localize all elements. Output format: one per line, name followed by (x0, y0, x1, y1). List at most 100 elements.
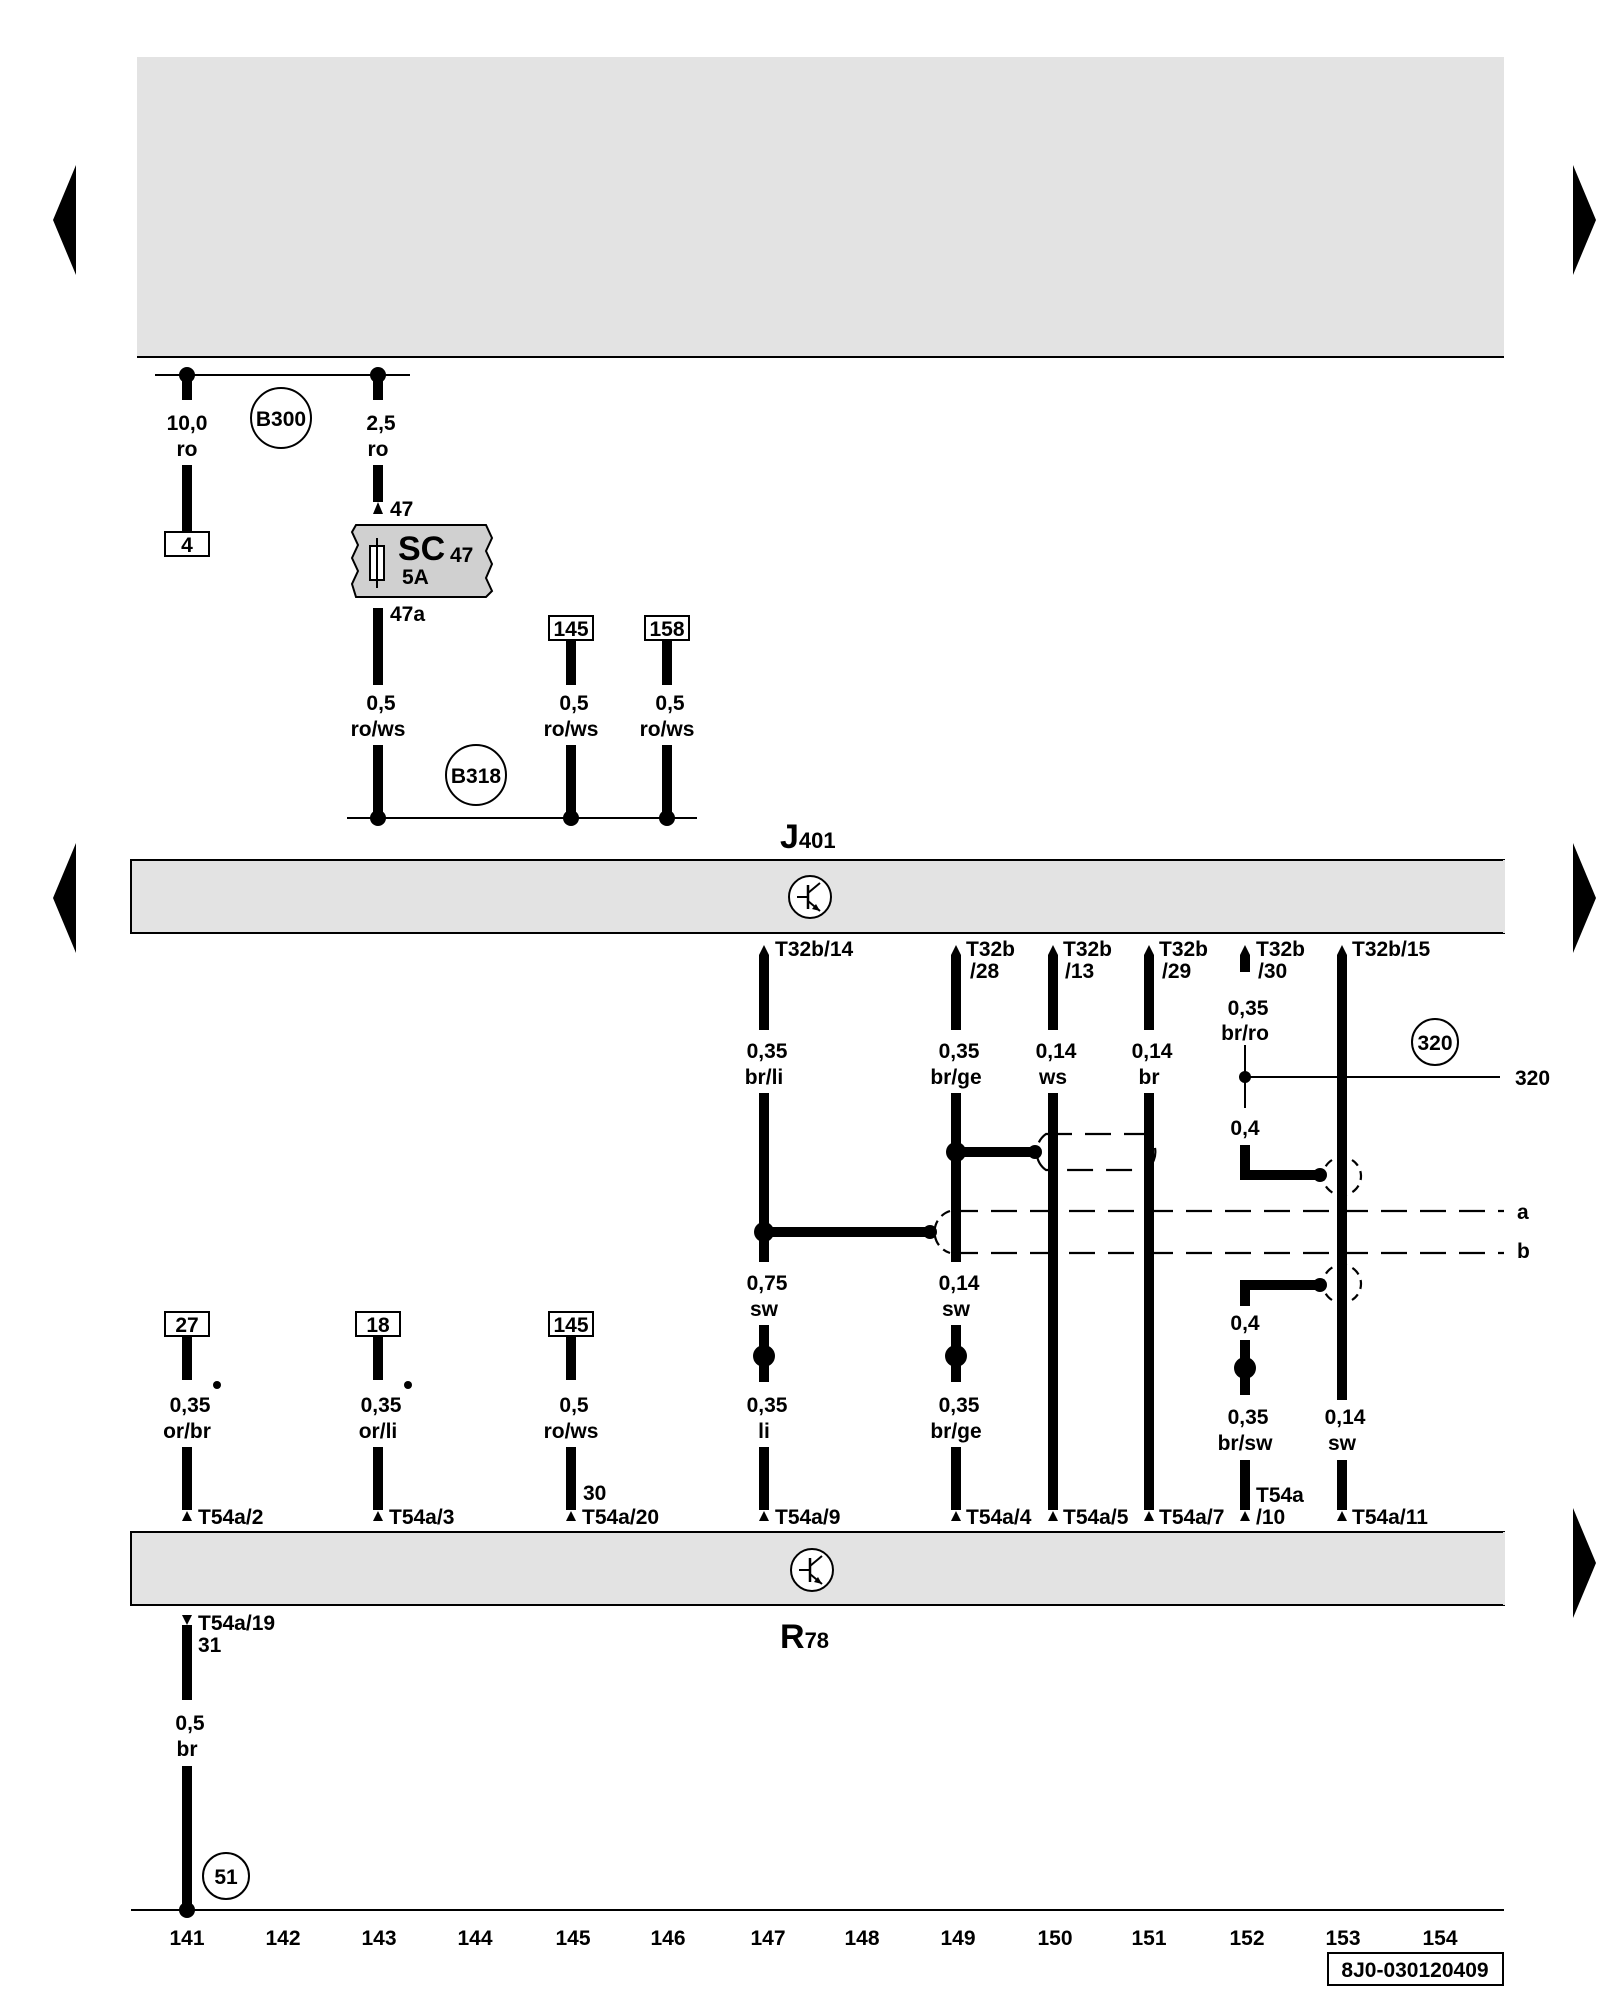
control-unit-icon (790, 1548, 834, 1592)
wire-color: or/li (359, 1420, 398, 1443)
wire-color: br/ge (930, 1420, 981, 1443)
wire-size: 0,14 (1036, 1040, 1077, 1063)
page-next-arrow-mid[interactable] (1573, 843, 1596, 953)
fuse-rating: 5A (402, 566, 429, 589)
pin-label: T32b (1159, 938, 1208, 961)
track-number: 152 (1229, 1927, 1264, 1950)
fuse-pin-in: 47 (390, 498, 413, 521)
wire-color: sw (942, 1298, 971, 1321)
junction (659, 810, 675, 826)
component-j401-label: J401 (780, 818, 836, 856)
wire-size: 0,5 (655, 692, 685, 715)
ground-circle (202, 1852, 250, 1900)
ref-box-label: 145 (553, 1314, 588, 1337)
pin-label: /10 (1256, 1506, 1285, 1529)
shield-arc (1321, 1159, 1363, 1197)
ref-box-label: 4 (181, 534, 193, 557)
track-number: 149 (940, 1927, 975, 1950)
dot-marker (404, 1381, 412, 1389)
connection-circle (445, 744, 507, 806)
crossref-b[interactable]: b (1517, 1240, 1530, 1263)
wire-color: ro/ws (351, 718, 406, 741)
track-number: 144 (457, 1927, 492, 1950)
wire-color: ro (368, 438, 389, 461)
wire-color: ws (1038, 1066, 1067, 1089)
fuse-number: 47 (450, 544, 473, 567)
ref-box-label: 145 (553, 618, 588, 641)
pin-label: T32b (1256, 938, 1305, 961)
track-number: 143 (361, 1927, 396, 1950)
pin-label: T54a/19 (198, 1612, 275, 1635)
pin-label: /28 (970, 960, 1000, 983)
track-number: 148 (844, 1927, 879, 1950)
wire-size: 0,14 (1132, 1040, 1173, 1063)
wire-size: 0,14 (939, 1272, 980, 1295)
splice (945, 1345, 967, 1367)
shield-arc (1321, 1263, 1363, 1301)
wire-size: 0,14 (1325, 1406, 1366, 1429)
wire-color: br/ro (1221, 1022, 1269, 1045)
ref-box[interactable] (355, 1311, 401, 1337)
track-number: 145 (555, 1927, 590, 1950)
connection-label: 320 (1417, 1032, 1452, 1055)
splice (753, 1345, 775, 1367)
wire-color: or/br (163, 1420, 211, 1443)
page-prev-arrow-top[interactable] (53, 165, 76, 275)
wire-size: 0,35 (1228, 1406, 1269, 1429)
ref-box-label: 18 (366, 1314, 390, 1337)
crossref-a[interactable]: a (1517, 1201, 1529, 1224)
page-next-arrow-top[interactable] (1573, 165, 1596, 275)
pin-label: T54a/2 (198, 1506, 263, 1529)
page-prev-arrow-mid[interactable] (53, 843, 76, 953)
wire-size: 0,35 (1228, 997, 1269, 1020)
shield-b-arc (933, 1209, 951, 1255)
pin-label: /29 (1162, 960, 1191, 983)
ref-box[interactable] (164, 1311, 210, 1337)
wire-size: 0,35 (747, 1040, 788, 1063)
junction (1313, 1278, 1327, 1292)
wire-color: br/sw (1218, 1432, 1274, 1455)
pin-label: T32b (966, 938, 1015, 961)
ref-box[interactable] (164, 531, 210, 557)
crossref-320[interactable]: 320 (1515, 1067, 1550, 1090)
pin-label: T32b (1063, 938, 1112, 961)
wire-size: 0,35 (747, 1394, 788, 1417)
wire-color: sw (1328, 1432, 1357, 1455)
wire-color: ro/ws (544, 1420, 599, 1443)
connection-label: B318 (451, 765, 502, 788)
page-next-arrow-bottom[interactable] (1573, 1508, 1596, 1618)
wire-color: br (1139, 1066, 1160, 1089)
component-r78-label: R78 (780, 1618, 829, 1656)
doc-number: 8J0-030120409 (1341, 1959, 1488, 1982)
shield-a (1035, 1132, 1157, 1172)
wire-size: 0,5 (559, 692, 589, 715)
fuse-name: SC (398, 530, 445, 568)
pin-label: T32b/15 (1352, 938, 1431, 961)
wire-size: 0,5 (559, 1394, 589, 1417)
junction (370, 810, 386, 826)
wire-color: li (758, 1420, 770, 1443)
ref-box-label: 27 (175, 1314, 198, 1337)
pin-label: T54a/9 (775, 1506, 840, 1529)
wire-size: 0,75 (747, 1272, 788, 1295)
pin-label: T54a (1256, 1484, 1304, 1507)
top-panel (137, 57, 1504, 357)
wire-size: 0,4 (1230, 1312, 1260, 1335)
pin-label: T54a/3 (389, 1506, 454, 1529)
wire-color: ro (177, 438, 198, 461)
terminal-31: 31 (198, 1634, 222, 1657)
wire-size: 10,0 (167, 412, 208, 435)
current-track-numbers: 141 142 143 144 145 146 147 148 149 150 … (169, 1927, 1457, 1950)
wire-size: 0,35 (170, 1394, 211, 1417)
wire-color: sw (750, 1298, 779, 1321)
ground-label: 51 (214, 1866, 238, 1889)
control-unit-icon (788, 875, 832, 919)
wire-size: 0,35 (361, 1394, 402, 1417)
ref-box-label: 158 (649, 618, 684, 641)
pin-label: T54a/7 (1159, 1506, 1224, 1529)
connection-circle (1411, 1018, 1459, 1066)
junction (923, 1225, 937, 1239)
pin-arrows-j401 (759, 945, 1347, 955)
wire-color: br/li (745, 1066, 784, 1089)
pin-label: T54a/20 (582, 1506, 659, 1529)
